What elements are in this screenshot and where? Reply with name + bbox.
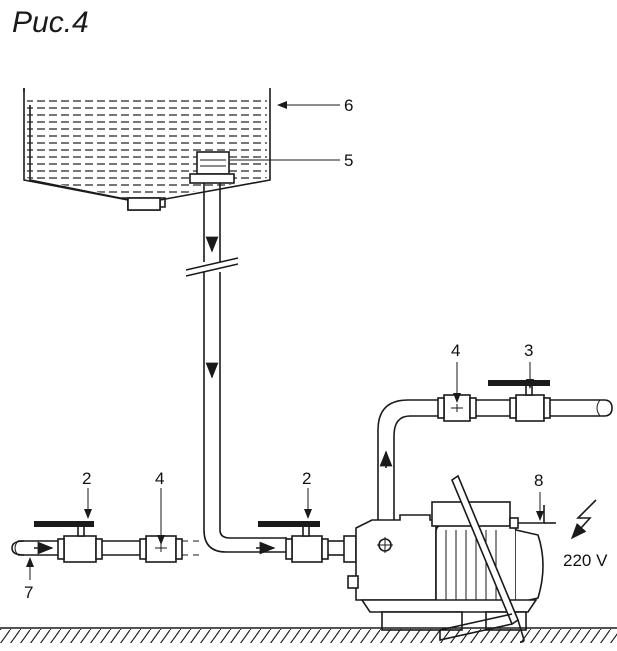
water-tank (23, 88, 271, 211)
ball-valve-pump-inlet (258, 521, 329, 563)
label-valve-pump-inlet: 2 (302, 469, 311, 488)
discharge-pipe (377, 399, 613, 520)
inlet-pipe (11, 540, 200, 556)
label-voltage: 220 V (563, 551, 608, 570)
figure-title: Рис.4 (12, 6, 89, 39)
label-check-valve-right-top: 4 (451, 341, 460, 360)
ball-valve-left (34, 521, 103, 563)
label-valve-left: 2 (82, 469, 91, 488)
label-float-valve: 5 (344, 151, 353, 170)
label-check-valve-left: 4 (155, 469, 164, 488)
pump (347, 474, 544, 643)
label-power-cable: 8 (534, 471, 543, 490)
lightning-bolt-icon (570, 499, 597, 540)
ball-valve-right-top (488, 380, 551, 422)
ground (0, 627, 617, 643)
foot-valve (189, 151, 235, 184)
tank-outlet (127, 197, 161, 211)
label-inlet-pipe: 7 (24, 583, 33, 602)
label-tank: 6 (344, 96, 353, 115)
label-valve-right-top: 3 (524, 341, 533, 360)
suction-pipe (185, 183, 287, 553)
